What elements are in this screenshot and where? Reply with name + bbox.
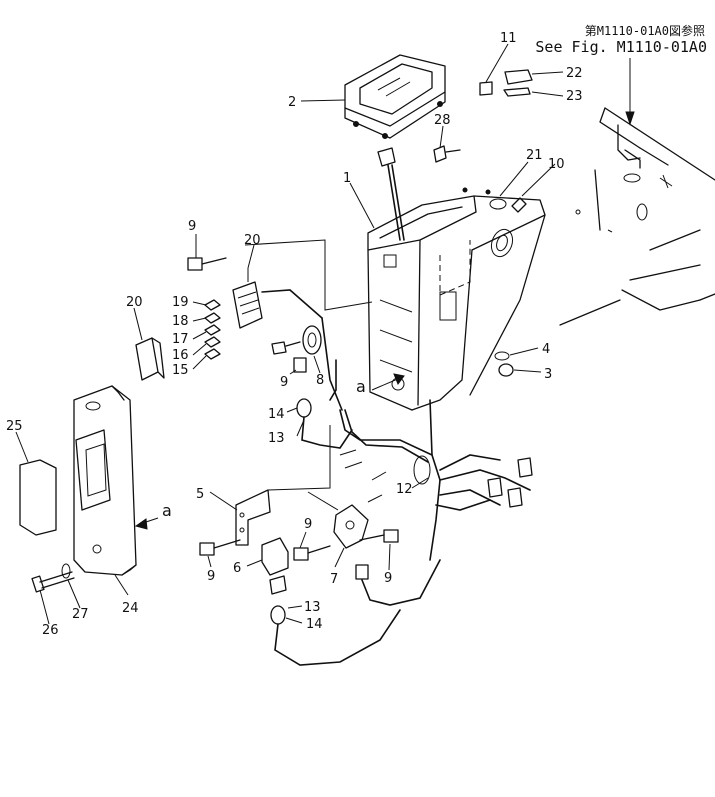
callout-9-lower-mid: 9 <box>304 517 312 532</box>
fuse-clips <box>204 299 221 360</box>
callout-16: 16 <box>172 348 189 363</box>
callout-23: 23 <box>566 89 583 104</box>
callout-6: 6 <box>233 561 241 576</box>
callout-19: 19 <box>172 295 189 310</box>
top-hardware <box>433 69 533 213</box>
callout-9-lower-left: 9 <box>207 569 215 584</box>
wiring-harness <box>321 317 533 561</box>
relay <box>261 537 289 595</box>
buzzer <box>271 325 322 355</box>
callout-13-lower: 13 <box>304 600 321 615</box>
callout-4: 4 <box>542 342 550 357</box>
callout-17: 17 <box>172 332 189 347</box>
side-cover <box>73 385 137 576</box>
monitor-connector <box>377 147 405 241</box>
callout-24: 24 <box>122 601 139 616</box>
callout-14-lower: 14 <box>306 617 323 632</box>
reference-note-english: See Fig. M1110-01A0 <box>535 38 707 56</box>
callout-13-upper: 13 <box>268 431 285 446</box>
view-arrows <box>134 373 405 530</box>
callout-8: 8 <box>316 373 324 388</box>
callout-15: 15 <box>172 363 189 378</box>
cover-plate <box>19 459 57 536</box>
callout-9-upper: 9 <box>188 219 196 234</box>
callout-27: 27 <box>72 607 89 622</box>
callout-5: 5 <box>196 487 204 502</box>
monitor-panel <box>344 54 446 139</box>
callout-14-upper: 14 <box>268 407 285 422</box>
callout-20-loose: 20 <box>126 295 143 310</box>
lower-bolts <box>199 529 399 561</box>
nut-and-washer <box>494 351 514 377</box>
callout-7: 7 <box>330 572 338 587</box>
callout-18: 18 <box>172 314 189 329</box>
callout-25: 25 <box>6 419 23 434</box>
relay-block <box>232 239 373 329</box>
callout-28: 28 <box>434 113 451 128</box>
callout-2: 2 <box>288 95 296 110</box>
connector-lower <box>270 559 441 666</box>
bracket <box>235 425 331 546</box>
view-label-a-cover: a <box>162 501 172 520</box>
callout-22: 22 <box>566 66 583 81</box>
bolt-upper-left <box>187 257 227 271</box>
callout-9-left: 9 <box>280 375 288 390</box>
callout-9-lower-right: 9 <box>384 571 392 586</box>
connector-left <box>293 357 353 449</box>
callout-10: 10 <box>548 157 565 172</box>
view-label-a-console: a <box>356 377 366 396</box>
reference-note-japanese: 第M1110-01A0図参照 <box>584 24 705 38</box>
relay-cover <box>135 337 165 381</box>
callout-3: 3 <box>544 367 552 382</box>
console-box <box>367 187 581 411</box>
reference-arrow <box>625 58 635 126</box>
leader-lines <box>15 43 564 625</box>
cover-fasteners <box>31 563 75 593</box>
callout-20-mounted: 20 <box>244 233 261 248</box>
callout-12: 12 <box>396 482 413 497</box>
callout-1: 1 <box>343 171 351 186</box>
machine-frame <box>559 107 715 326</box>
callout-21: 21 <box>526 148 543 163</box>
switch-unit <box>307 491 369 549</box>
callout-labels: 1 2 3 4 5 6 7 8 9 9 9 9 9 10 11 12 13 13… <box>6 31 583 638</box>
callout-26: 26 <box>42 623 59 638</box>
callout-11: 11 <box>500 31 517 46</box>
